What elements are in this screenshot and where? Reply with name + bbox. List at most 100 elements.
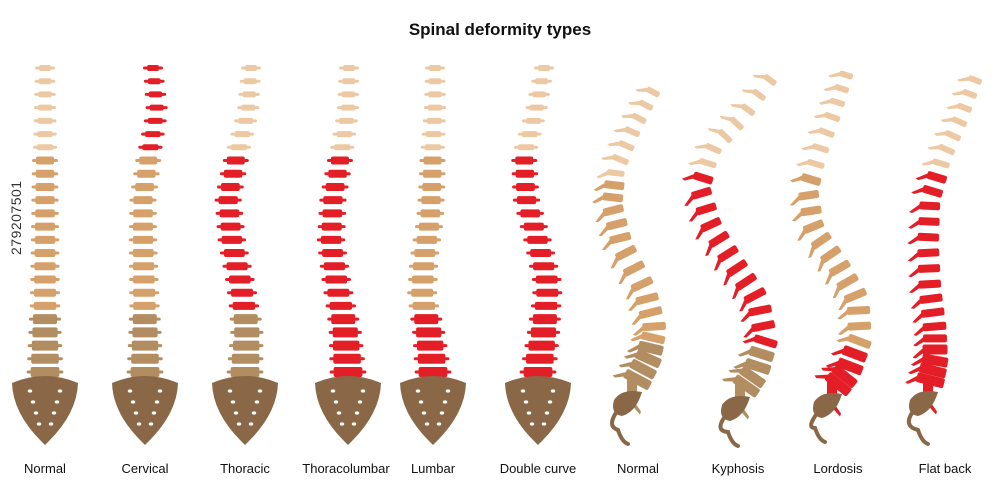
spinous-process [593, 183, 608, 192]
vertebra [216, 222, 245, 231]
vertebra-body [325, 182, 345, 191]
sacral-foramen [442, 400, 448, 404]
vertebra-body [739, 365, 766, 389]
vertebra [30, 262, 60, 271]
vertebra-body [39, 65, 51, 71]
vertebra-body [229, 275, 251, 284]
spinous-process [612, 372, 627, 378]
spinous-process [721, 377, 737, 382]
vertebra-body [635, 292, 659, 305]
vertebra [631, 306, 663, 325]
vertebra [808, 232, 832, 259]
vertebra-body [917, 264, 941, 273]
vertebra-body [646, 86, 660, 98]
vertebra [911, 185, 944, 198]
spine-side-1 [592, 86, 666, 446]
vertebra [407, 288, 438, 297]
sacral-foramen [544, 411, 550, 415]
vertebra [739, 287, 767, 312]
spinous-process [627, 344, 642, 353]
vertebra [419, 169, 446, 178]
spinous-process [913, 337, 927, 347]
spinous-process [743, 327, 756, 338]
spinous-process [921, 159, 935, 166]
vertebra [135, 156, 162, 165]
vertebra-body [37, 117, 53, 124]
vertebra [612, 369, 652, 390]
vertebra-body [418, 222, 439, 231]
spinous-process [789, 175, 804, 183]
vertebra [143, 65, 163, 71]
sacral-foramen [230, 400, 236, 404]
vertebra-body [33, 301, 57, 310]
vertebra [416, 209, 445, 218]
sacrum-body [12, 376, 78, 445]
vertebra-body [35, 182, 55, 191]
vertebra [234, 117, 258, 124]
vertebra [217, 235, 247, 244]
vertebra [688, 202, 717, 222]
sacral-foramen [133, 411, 139, 415]
vertebra [143, 117, 167, 124]
vertebra-body [132, 327, 158, 338]
vertebra-body [142, 144, 159, 151]
vertebra [721, 374, 760, 398]
vertebra [339, 65, 359, 71]
vertebra-body [411, 288, 434, 297]
vertebra-body [700, 217, 722, 232]
vertebra-body [752, 88, 766, 101]
vertebra [830, 345, 868, 363]
vertebra-body [820, 245, 842, 264]
vertebra [219, 249, 249, 258]
vertebra-body [35, 169, 55, 178]
vertebra-body [147, 78, 161, 85]
vertebra-body [535, 275, 558, 284]
spinous-process [732, 287, 741, 300]
vertebra [632, 321, 666, 336]
vertebra-body [242, 91, 256, 98]
spinous-process [733, 361, 748, 369]
spinous-process [598, 225, 610, 237]
spinous-process [837, 325, 851, 336]
vertebra [420, 144, 446, 151]
vertebra [610, 245, 637, 269]
vertebra [337, 104, 360, 111]
vertebra [227, 353, 264, 364]
vertebra-body [530, 327, 557, 338]
vertebra-body [918, 217, 940, 226]
vertebra-body [330, 156, 349, 165]
vertebra-body [427, 104, 442, 111]
spine-front-6 [505, 65, 571, 445]
vertebra-body [533, 262, 555, 271]
vertebra [908, 279, 942, 294]
vertebra-body [535, 78, 548, 85]
vertebra-body [341, 104, 356, 111]
vertebra-body [417, 340, 444, 351]
spinous-process [730, 104, 744, 109]
vertebra-body [332, 327, 358, 338]
vertebra-body [748, 345, 775, 362]
vertebra-body [233, 340, 260, 351]
sacral-foramen [233, 411, 239, 415]
spinous-process [825, 360, 841, 368]
vertebra-body [243, 78, 257, 85]
spinous-process [705, 244, 714, 257]
vertebra-body [606, 169, 625, 177]
vertebra [823, 84, 850, 94]
sacrum-body [315, 376, 381, 445]
vertebra [222, 262, 252, 271]
vertebra [742, 334, 778, 349]
vertebra [821, 364, 858, 388]
vertebra-body [526, 353, 554, 364]
vertebra-body [132, 314, 157, 325]
vertebra [326, 156, 353, 165]
vertebra [129, 275, 159, 284]
vertebra-body [732, 374, 760, 398]
sacral-foramen [529, 422, 535, 426]
vertebra [519, 367, 557, 377]
vertebra [818, 97, 846, 108]
vertebra [796, 159, 825, 169]
vertebra [532, 288, 563, 297]
vertebra-body [729, 116, 744, 131]
spinous-process [813, 113, 828, 119]
